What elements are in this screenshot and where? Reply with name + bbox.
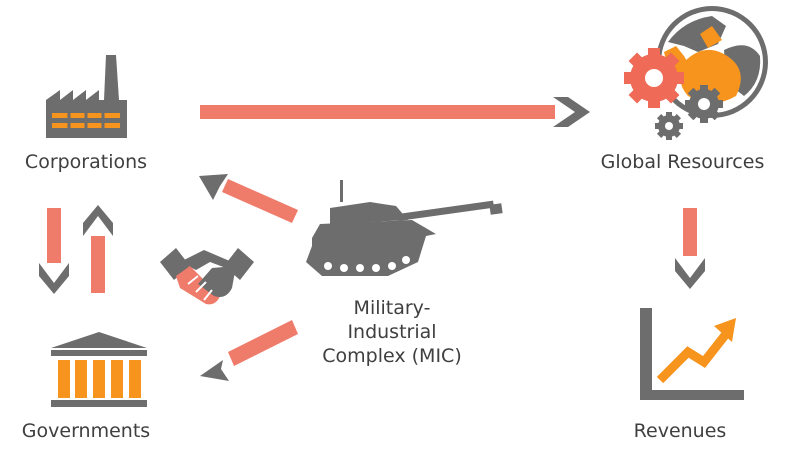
arrow-mic-to-gov: [200, 320, 298, 381]
factory-icon: [46, 55, 127, 138]
arrow-mic-to-corp: [199, 174, 298, 223]
gear-large: [624, 48, 684, 108]
mic-label: Military- Industrial Complex (MIC): [292, 296, 492, 368]
government-building-icon: [51, 332, 147, 407]
tank-wheels: [324, 256, 410, 272]
arrow-corp-to-gov: [39, 208, 69, 294]
arrow-corp-to-global: [200, 97, 590, 127]
arrow-global-to-revenues: [675, 208, 705, 289]
mic-label-line-1: Military-: [353, 297, 431, 319]
revenue-chart-icon: [640, 308, 744, 400]
corporations-label: Corporations: [24, 151, 148, 173]
handshake-icon: [160, 248, 254, 305]
globe-gears-icon: [624, 6, 768, 140]
mic-label-line-3: Complex (MIC): [322, 345, 462, 367]
tank-icon: [306, 180, 503, 276]
gear-small: [655, 112, 683, 140]
mic-label-line-2: Industrial: [347, 321, 437, 343]
global-resources-label: Global Resources: [600, 151, 765, 173]
governments-label: Governments: [21, 420, 151, 442]
gear-medium: [685, 85, 723, 123]
revenues-label: Revenues: [633, 420, 727, 442]
arrow-gov-to-corp: [83, 205, 113, 293]
